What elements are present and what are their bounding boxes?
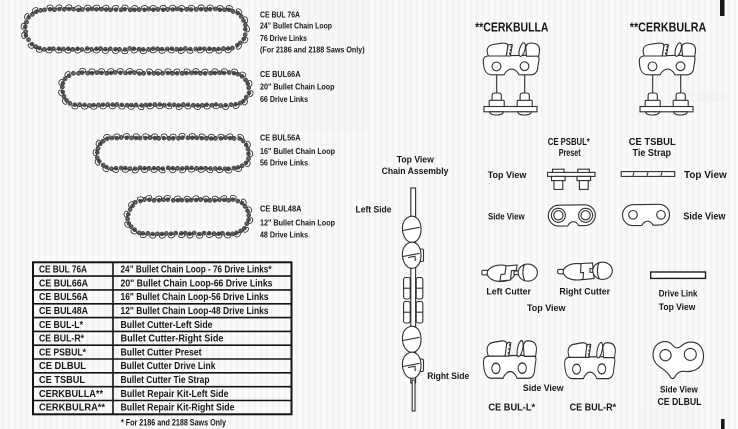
svg-text:Bullet Repair Kit-Left Side: Bullet Repair Kit-Left Side <box>121 389 229 400</box>
svg-text:24” Bullet Chain Loop: 24” Bullet Chain Loop <box>260 22 332 31</box>
svg-text:CE BUL-L*: CE BUL-L* <box>39 320 83 331</box>
svg-text:Left Side: Left Side <box>356 204 392 215</box>
svg-text:Left Cutter: Left Cutter <box>486 287 531 298</box>
svg-text:Side View: Side View <box>683 211 725 222</box>
svg-text:**CERKBULLA: **CERKBULLA <box>475 21 548 35</box>
svg-text:**CERKBULRA: **CERKBULRA <box>630 21 707 35</box>
svg-text:Bullet Cutter-Right Side: Bullet Cutter-Right Side <box>121 334 224 345</box>
svg-text:CE DLBUL: CE DLBUL <box>658 396 702 408</box>
svg-text:12" Bullet Chain Loop-48 Drive: 12" Bullet Chain Loop-48 Drive Links <box>121 306 269 317</box>
svg-text:24” Bullet Chain Loop - 76 Dri: 24” Bullet Chain Loop - 76 Drive Links* <box>121 265 272 276</box>
svg-text:Side View: Side View <box>660 385 698 396</box>
svg-text:Side View: Side View <box>523 383 564 394</box>
svg-text:66 Drive Links: 66 Drive Links <box>260 95 308 104</box>
svg-text:CE BUL66A: CE BUL66A <box>39 278 88 289</box>
svg-text:CERKBULLA**: CERKBULLA** <box>39 389 103 400</box>
svg-text:12" Bullet Chain Loop: 12" Bullet Chain Loop <box>260 218 335 227</box>
svg-text:Bullet Cutter Tie Strap: Bullet Cutter Tie Strap <box>121 375 210 386</box>
svg-text:Bullet Repair Kit-Right Side: Bullet Repair Kit-Right Side <box>121 403 235 414</box>
svg-text:CE BUL48A: CE BUL48A <box>39 306 88 317</box>
svg-text:CE BUL 76A: CE BUL 76A <box>260 10 300 19</box>
svg-text:Top View: Top View <box>488 170 528 180</box>
svg-text:Tie Strap: Tie Strap <box>633 148 672 159</box>
svg-text:CE BUL56A: CE BUL56A <box>39 292 88 303</box>
svg-text:Right Cutter: Right Cutter <box>559 287 610 298</box>
svg-text:20" Bullet Chain Loop: 20" Bullet Chain Loop <box>260 83 335 92</box>
svg-text:Bullet Cutter-Left Side: Bullet Cutter-Left Side <box>121 320 213 331</box>
svg-text:Chain Assembly: Chain Assembly <box>382 166 449 177</box>
svg-text:Bullet Cutter Preset: Bullet Cutter Preset <box>121 347 203 358</box>
svg-text:CE BUL-R*: CE BUL-R* <box>570 402 617 413</box>
svg-text:Drive Link: Drive Link <box>659 289 698 300</box>
svg-text:76 Drive Links: 76 Drive Links <box>260 34 307 43</box>
svg-text:48 Drive Links: 48 Drive Links <box>260 231 308 240</box>
svg-text:20" Bullet Chain Loop-66 Drive: 20" Bullet Chain Loop-66 Drive Links <box>121 278 273 289</box>
svg-text:16" Bullet Chain Loop: 16" Bullet Chain Loop <box>260 147 335 156</box>
svg-text:Top View: Top View <box>527 303 566 314</box>
svg-text:CE PSBUL*: CE PSBUL* <box>39 347 86 358</box>
svg-text:CE DLBUL: CE DLBUL <box>39 361 86 372</box>
svg-text:CE BUL66A: CE BUL66A <box>260 70 301 79</box>
svg-text:* For 2186 and 2188 Saws Only: * For 2186 and 2188 Saws Only <box>121 418 227 429</box>
svg-text:Top View: Top View <box>659 302 696 313</box>
svg-text:Bullet Cutter Drive Link: Bullet Cutter Drive Link <box>121 361 216 372</box>
svg-text:CE BUL48A: CE BUL48A <box>260 204 302 213</box>
svg-text:Preset: Preset <box>559 148 581 159</box>
svg-text:CE BUL 76A: CE BUL 76A <box>39 265 87 276</box>
svg-text:CE BUL-R*: CE BUL-R* <box>39 334 84 345</box>
svg-text:(For 2186 and 2188 Saws Only): (For 2186 and 2188 Saws Only) <box>260 45 365 54</box>
svg-text:Top View: Top View <box>397 154 435 165</box>
svg-text:CERKBULRA**: CERKBULRA** <box>39 403 105 414</box>
svg-text:CE BUL-L*: CE BUL-L* <box>488 402 535 413</box>
svg-text:Top View: Top View <box>684 170 727 181</box>
svg-text:CE PSBUL*: CE PSBUL* <box>548 137 590 148</box>
svg-text:CE BUL56A: CE BUL56A <box>260 133 301 142</box>
svg-text:CE TSBUL: CE TSBUL <box>629 137 676 148</box>
svg-text:CE TSBUL: CE TSBUL <box>39 375 85 386</box>
svg-text:Side View: Side View <box>488 211 525 221</box>
svg-text:16" Bullet Chain Loop-56 Drive: 16" Bullet Chain Loop-56 Drive Links <box>121 292 269 303</box>
svg-text:56 Drive Links: 56 Drive Links <box>260 159 308 168</box>
svg-text:Right Side: Right Side <box>427 371 469 382</box>
